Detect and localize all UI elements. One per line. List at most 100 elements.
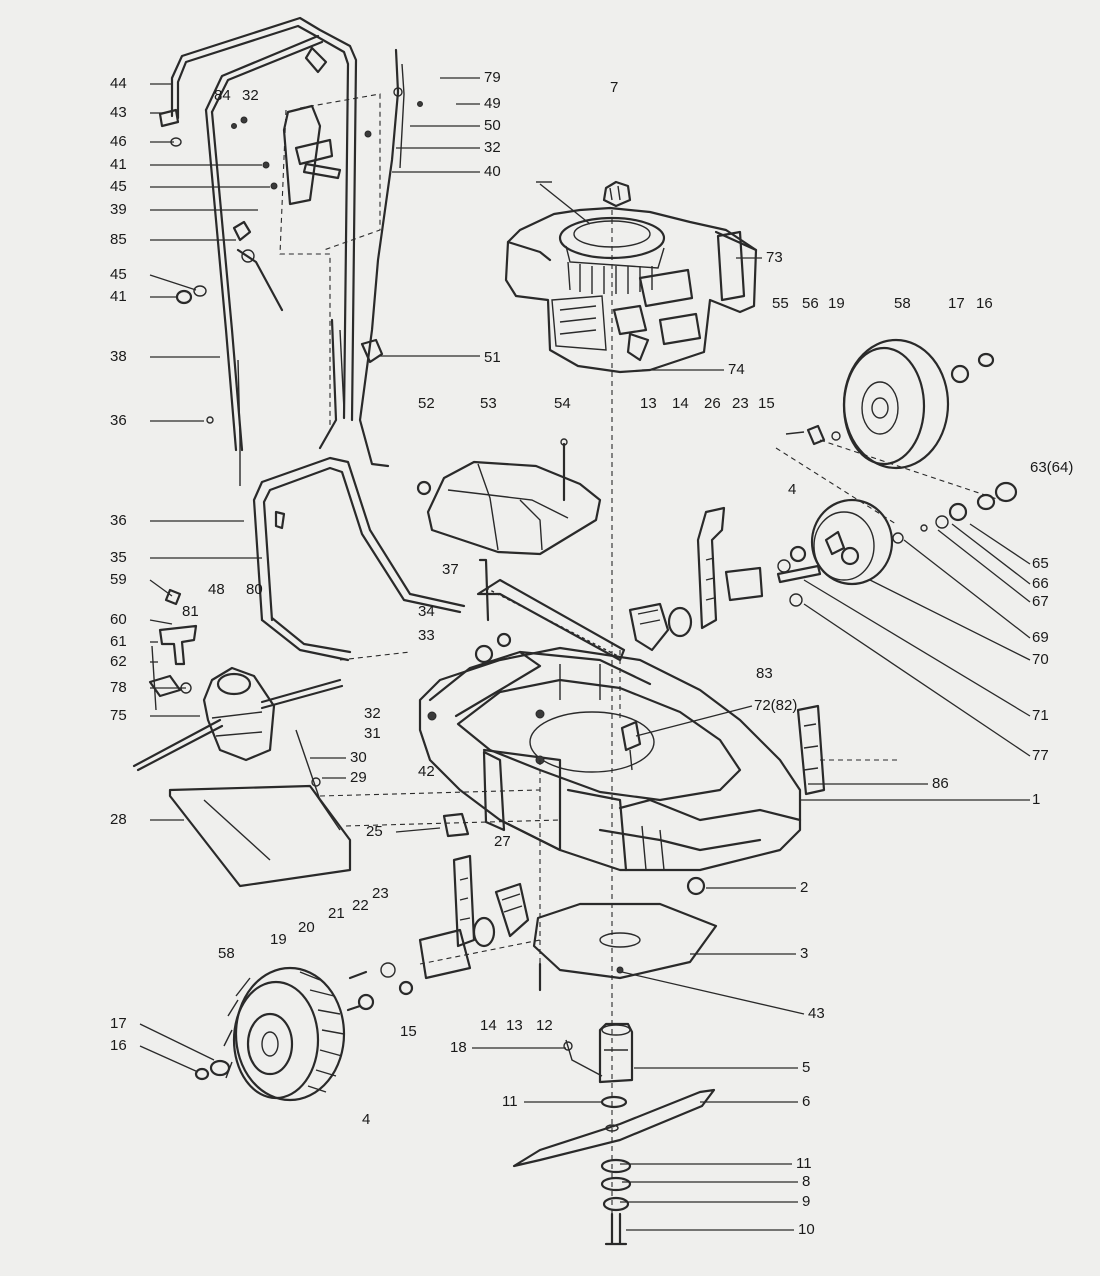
part-label-l23b: 23 xyxy=(372,885,389,902)
part-label-l71: 71 xyxy=(1032,707,1049,724)
part-label-l58b: 58 xyxy=(218,945,235,962)
part-label-l9: 9 xyxy=(802,1193,810,1210)
part-label-l48: 48 xyxy=(208,581,225,598)
part-label-l3: 3 xyxy=(800,945,808,962)
part-label-l11a: 11 xyxy=(502,1093,518,1110)
upper-handle xyxy=(170,16,358,452)
part-label-l26: 26 xyxy=(704,395,721,412)
part-label-l60: 60 xyxy=(110,611,127,628)
part-label-l56: 56 xyxy=(802,295,819,312)
part-label-l21: 21 xyxy=(328,905,345,922)
part-label-l34: 34 xyxy=(418,603,435,620)
part-label-l7282: 72(82) xyxy=(754,697,797,714)
part-label-l67: 67 xyxy=(1032,593,1049,610)
part-label-l30: 30 xyxy=(350,749,367,766)
front-adjuster-parts xyxy=(628,506,764,652)
part-label-l6: 6 xyxy=(802,1093,810,1110)
part-label-l16b: 16 xyxy=(110,1037,127,1054)
part-label-l31: 31 xyxy=(364,725,381,742)
leader-line-l77 xyxy=(803,603,1031,757)
part-label-l36a: 36 xyxy=(110,412,127,429)
part-label-l17b: 17 xyxy=(110,1015,127,1032)
part-label-l85: 85 xyxy=(110,231,127,248)
part-label-l49: 49 xyxy=(484,95,501,112)
part-label-l10: 10 xyxy=(798,1221,815,1238)
part-label-l6364: 63(64) xyxy=(1030,459,1073,476)
part-label-l59: 59 xyxy=(110,571,127,588)
engine xyxy=(504,180,758,374)
leader-line-l7282 xyxy=(635,705,753,737)
leader-line-l45b xyxy=(149,274,197,291)
part-label-l69: 69 xyxy=(1032,629,1049,646)
gearbox xyxy=(132,588,344,801)
leader-line-l25 xyxy=(395,827,441,833)
part-label-l1: 1 xyxy=(1032,791,1040,808)
part-label-l40: 40 xyxy=(484,163,501,180)
mower-deck xyxy=(418,646,802,896)
part-label-l13b: 13 xyxy=(506,1017,523,1034)
part-label-l15a: 15 xyxy=(758,395,775,412)
part-label-l19b: 19 xyxy=(270,931,287,948)
part-label-l20: 20 xyxy=(298,919,315,936)
part-label-l2: 2 xyxy=(800,879,808,896)
part-label-l32a: 32 xyxy=(242,87,259,104)
part-label-l12: 12 xyxy=(536,1017,553,1034)
blade-assembly xyxy=(512,902,718,1246)
leader-line-l67 xyxy=(937,529,1031,603)
leader-lines xyxy=(139,77,1031,1231)
part-label-l14b: 14 xyxy=(480,1017,497,1034)
part-label-l25: 25 xyxy=(366,823,383,840)
part-label-l53: 53 xyxy=(480,395,497,412)
part-label-l83: 83 xyxy=(756,665,773,682)
part-label-l46: 46 xyxy=(110,133,127,150)
part-label-l33: 33 xyxy=(418,627,435,644)
part-label-l45b: 45 xyxy=(110,266,127,283)
part-label-l18: 18 xyxy=(450,1039,467,1056)
part-label-l79: 79 xyxy=(484,69,501,86)
part-label-l4b: 4 xyxy=(362,1111,370,1128)
part-label-l86: 86 xyxy=(932,775,949,792)
part-label-l81: 81 xyxy=(182,603,199,620)
part-label-l66: 66 xyxy=(1032,575,1049,592)
part-label-l54: 54 xyxy=(554,395,571,412)
part-label-l45a: 45 xyxy=(110,178,127,195)
part-label-l13a: 13 xyxy=(640,395,657,412)
part-label-l4a: 4 xyxy=(788,481,796,498)
part-label-l38: 38 xyxy=(110,348,127,365)
leader-line-l69 xyxy=(903,539,1031,639)
part-label-l50: 50 xyxy=(484,117,501,134)
part-label-l78: 78 xyxy=(110,679,127,696)
part-label-l14a: 14 xyxy=(672,395,689,412)
part-label-l35: 35 xyxy=(110,549,127,566)
front-bracket xyxy=(796,704,826,796)
part-label-l55: 55 xyxy=(772,295,789,312)
part-label-l32c: 32 xyxy=(484,139,501,156)
part-label-l8: 8 xyxy=(802,1173,810,1190)
leader-line-l65 xyxy=(969,523,1031,565)
part-label-l77: 77 xyxy=(1032,747,1049,764)
part-label-l29: 29 xyxy=(350,769,367,786)
leader-line-l17b xyxy=(139,1023,215,1061)
part-label-l16a: 16 xyxy=(976,295,993,312)
part-label-l39: 39 xyxy=(110,201,127,218)
rear-chute xyxy=(168,784,352,888)
part-label-l41b: 41 xyxy=(110,288,127,305)
part-label-l84: 84 xyxy=(214,87,231,104)
part-label-l73: 73 xyxy=(766,249,783,266)
leader-line-l60 xyxy=(149,619,173,625)
part-label-l75: 75 xyxy=(110,707,127,724)
part-label-l65: 65 xyxy=(1032,555,1049,572)
part-label-l22: 22 xyxy=(352,897,369,914)
belt-cover xyxy=(416,438,602,556)
part-label-l43a: 43 xyxy=(110,104,127,121)
part-label-l27: 27 xyxy=(494,833,511,850)
throttle-cable xyxy=(318,48,423,468)
part-label-l61: 61 xyxy=(110,633,127,650)
part-label-l23a: 23 xyxy=(732,395,749,412)
part-label-l70: 70 xyxy=(1032,651,1049,668)
part-label-l62: 62 xyxy=(110,653,127,670)
leader-line-l16b xyxy=(139,1045,199,1073)
lower-handle xyxy=(252,456,466,662)
